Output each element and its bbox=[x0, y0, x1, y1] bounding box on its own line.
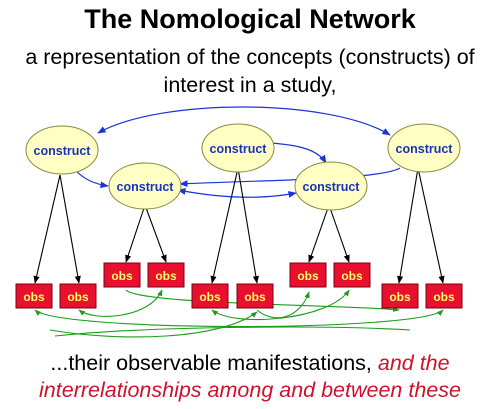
subtitle-line-2: interest in a study, bbox=[163, 73, 337, 97]
arrow-c5-obs9 bbox=[397, 167, 419, 284]
arrow-c3-obs6 bbox=[237, 167, 259, 284]
link-construct-3-to-construct-4 bbox=[269, 142, 327, 164]
obs-node-7: obs bbox=[289, 262, 327, 288]
link-construct-5-to-construct-2 bbox=[179, 167, 401, 187]
obs-label: obs bbox=[111, 269, 133, 283]
link-obs1-obs10 bbox=[34, 309, 444, 328]
obs-label: obs bbox=[341, 269, 363, 283]
construct-node-3: construct bbox=[201, 123, 275, 173]
obs-label: obs bbox=[155, 269, 177, 283]
diagram-title: The Nomological Network bbox=[84, 4, 416, 34]
diagram-subtitle: a representation of the concepts (constr… bbox=[0, 43, 500, 99]
construct-label: construct bbox=[34, 144, 92, 158]
link-obs2-obs4 bbox=[78, 289, 163, 317]
obs-node-2: obs bbox=[59, 283, 97, 309]
observation-nodes: obs obs obs obs obs obs obs obs bbox=[15, 262, 463, 309]
construct-label: construct bbox=[117, 180, 175, 194]
link-construct-1-to-construct-2 bbox=[74, 169, 109, 189]
obs-label: obs bbox=[389, 290, 411, 304]
construct-label: construct bbox=[210, 142, 268, 156]
obs-node-3: obs bbox=[103, 262, 141, 288]
arrow-c2-obs4 bbox=[144, 204, 167, 263]
caption-emphasis-1: and the bbox=[377, 351, 450, 375]
obs-node-4: obs bbox=[147, 262, 185, 288]
link-construct-2-to-construct-4 bbox=[177, 188, 297, 198]
arrow-c3-obs5 bbox=[210, 167, 239, 284]
arrow-c5-obs10 bbox=[417, 167, 445, 284]
arrow-c4-obs7 bbox=[308, 204, 330, 263]
arrow-c4-obs8 bbox=[328, 204, 350, 263]
obs-node-10: obs bbox=[425, 283, 463, 309]
obs-label: obs bbox=[67, 290, 89, 304]
diagram-caption: ...their observable manifestations, and … bbox=[0, 350, 500, 404]
caption-plain-text: ...their observable manifestations, bbox=[50, 351, 378, 375]
obs-node-9: obs bbox=[381, 283, 419, 309]
construct-label: construct bbox=[396, 142, 454, 156]
obs-node-1: obs bbox=[15, 283, 53, 309]
arrow-c1-obs1 bbox=[33, 174, 61, 284]
arrow-c2-obs3 bbox=[125, 204, 146, 263]
construct-node-2: construct bbox=[108, 162, 182, 210]
obs-node-8: obs bbox=[333, 262, 371, 288]
obs-node-6: obs bbox=[236, 283, 274, 309]
obs-label: obs bbox=[23, 290, 45, 304]
obs-label: obs bbox=[199, 290, 221, 304]
construct-to-observation-arrows bbox=[33, 167, 445, 284]
obs-label: obs bbox=[297, 269, 319, 283]
construct-node-5: construct bbox=[387, 123, 461, 173]
construct-node-1: construct bbox=[25, 125, 99, 175]
construct-label: construct bbox=[303, 180, 361, 194]
arrow-c1-obs2 bbox=[59, 174, 81, 284]
construct-node-4: construct bbox=[294, 161, 368, 211]
link-construct-1-to-construct-5 bbox=[97, 106, 391, 136]
link-obs9-obs2 bbox=[54, 326, 411, 337]
obs-node-5: obs bbox=[191, 283, 229, 309]
construct-nodes: construct construct construct construct … bbox=[25, 123, 461, 211]
subtitle-line-1: a representation of the concepts (constr… bbox=[25, 45, 475, 69]
link-obs6-obs7 bbox=[256, 291, 310, 319]
obs-label: obs bbox=[433, 290, 455, 304]
caption-line-2: interrelationships among and between the… bbox=[39, 378, 461, 402]
caption-line-1: ...their observable manifestations, and … bbox=[0, 350, 500, 377]
obs-label: obs bbox=[244, 290, 266, 304]
